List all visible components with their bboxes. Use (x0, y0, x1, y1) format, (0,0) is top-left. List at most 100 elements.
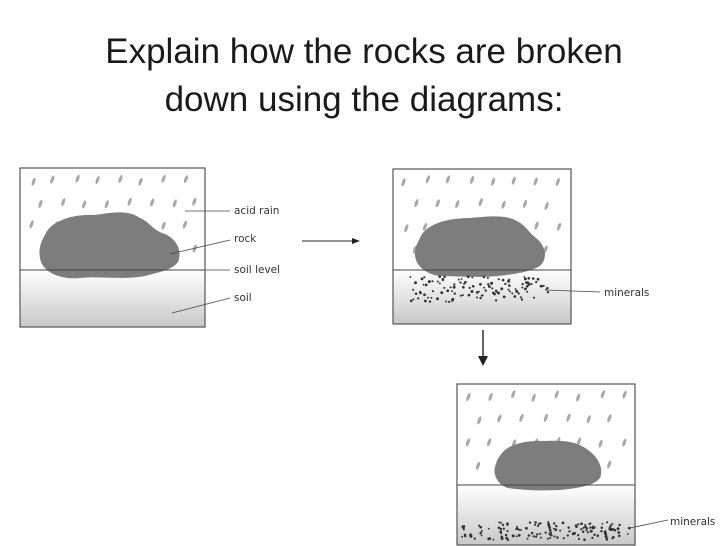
panel-3-frame (456, 383, 636, 546)
mineral-dot (446, 289, 450, 293)
mineral-dot (431, 280, 434, 283)
mineral-dot (514, 288, 517, 291)
mineral-dot (588, 522, 591, 526)
mineral-dot (611, 535, 615, 539)
mineral-dot (547, 521, 550, 523)
mineral-dot (601, 522, 604, 525)
mineral-dot (577, 537, 581, 541)
mineral-dot (527, 277, 531, 280)
mineral-dot (609, 524, 612, 528)
mineral-dot (459, 281, 462, 284)
raindrop (511, 176, 516, 185)
mineral-dot (561, 521, 565, 525)
mineral-dot (586, 531, 590, 534)
panel-2-mineral-dots (409, 275, 550, 304)
mineral-dot (600, 526, 604, 529)
mineral-dot (532, 296, 536, 299)
mineral-dot (505, 536, 509, 540)
mineral-dot (526, 537, 529, 540)
raindrop (75, 174, 80, 183)
mineral-dot (502, 527, 505, 530)
mineral-dot (462, 528, 465, 531)
raindrop (607, 460, 612, 469)
raindrop (445, 175, 451, 184)
mineral-dot (591, 527, 594, 530)
mineral-dot (617, 534, 621, 538)
mineral-dot (476, 296, 478, 299)
mineral-dot (568, 530, 571, 533)
raindrop (598, 439, 603, 448)
raindrop (531, 393, 536, 402)
mineral-dot (504, 282, 507, 286)
mineral-dot (589, 526, 592, 529)
mineral-dot (539, 532, 542, 535)
mineral-dot (556, 536, 559, 539)
raindrop (425, 175, 430, 184)
raindrop (82, 200, 87, 209)
mineral-dot (584, 525, 587, 529)
mineral-dot (467, 293, 471, 297)
mineral-dot (453, 292, 457, 295)
mineral-dot (520, 528, 522, 531)
mineral-dot (462, 524, 466, 528)
mineral-dot (577, 534, 580, 537)
label-minerals-2: minerals (670, 516, 715, 528)
mineral-dot (611, 522, 614, 525)
raindrop (534, 221, 539, 230)
label-soil-level: soil level (234, 264, 280, 276)
mineral-dot (412, 298, 415, 301)
mineral-dot (473, 537, 476, 540)
mineral-dot (524, 526, 528, 530)
mineral-dot (524, 287, 527, 291)
mineral-dot (463, 282, 466, 285)
mineral-dot (544, 531, 547, 534)
raindrop (61, 198, 66, 207)
mineral-dot (499, 521, 502, 524)
mineral-dot (517, 533, 521, 537)
mineral-dot (626, 532, 629, 535)
mineral-dot (445, 300, 448, 303)
mineral-dot (441, 278, 445, 281)
mineral-dot (493, 292, 496, 296)
mineral-dot (501, 523, 505, 527)
mineral-dot (527, 534, 531, 537)
mineral-dot (471, 276, 474, 279)
raindrop (161, 221, 166, 230)
mineral-dot (612, 528, 615, 530)
mineral-dot (548, 526, 551, 529)
mineral-dot (487, 527, 490, 530)
raindrop (138, 177, 143, 186)
mineral-dot (616, 527, 620, 531)
raindrop (576, 437, 582, 446)
raindrop (477, 416, 482, 425)
mineral-dot (484, 289, 487, 292)
panel-1: acid rain rock soil level soil (19, 167, 280, 328)
mineral-dot (479, 296, 482, 300)
mineral-dot (414, 292, 418, 296)
mineral-dot (536, 277, 540, 281)
mineral-dot (457, 278, 460, 281)
mineral-dot (479, 531, 482, 535)
raindrop (422, 222, 428, 231)
panel-2-frame (392, 168, 572, 325)
mineral-dot (452, 285, 456, 289)
raindrop (600, 390, 605, 399)
raindrop (586, 415, 591, 424)
panel-2-soil (393, 270, 571, 324)
mineral-dot (525, 281, 528, 284)
raindrop (161, 174, 166, 183)
raindrop (519, 413, 524, 422)
mineral-dot (562, 537, 565, 540)
mineral-dot (526, 290, 529, 293)
mineral-dot (585, 529, 588, 532)
mineral-dot (589, 529, 593, 533)
raindrop (554, 390, 559, 399)
mineral-dot (443, 286, 446, 289)
mineral-dot (523, 277, 527, 281)
mineral-dot (430, 296, 433, 299)
mineral-dot (535, 280, 538, 284)
raindrop (533, 177, 538, 186)
mineral-dot (521, 286, 524, 289)
raindrop (555, 177, 560, 186)
mineral-dot (436, 280, 439, 283)
